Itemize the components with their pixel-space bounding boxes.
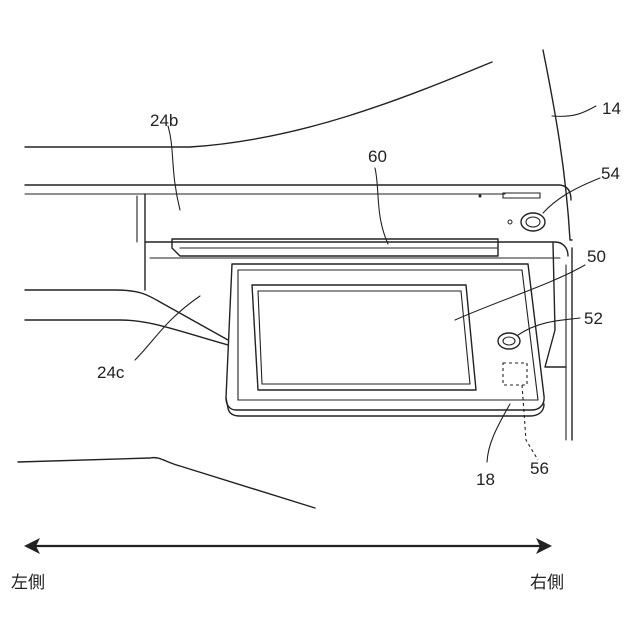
front-panel-bottom-line — [145, 242, 568, 256]
indicator-dot — [508, 220, 512, 224]
direction-left-label: 左側 — [11, 573, 45, 593]
leader-18 — [487, 404, 510, 462]
upper-cover-outline — [25, 62, 492, 147]
label-54: 54 — [601, 164, 620, 183]
leader-24b — [168, 126, 180, 210]
leader-52 — [518, 318, 580, 335]
lower-body-curve — [18, 458, 315, 508]
button-52-outer — [498, 333, 520, 349]
label-60: 60 — [368, 147, 387, 166]
operation-panel-outer — [226, 264, 544, 410]
label-18: 18 — [476, 470, 495, 489]
button-52-inner — [503, 337, 515, 345]
operation-panel-inner-bezel — [238, 270, 538, 400]
top-slot — [503, 193, 540, 198]
button-54-inner — [526, 217, 540, 227]
sensor-56-lead — [522, 385, 538, 460]
label-24b: 24b — [150, 111, 178, 130]
label-52: 52 — [584, 309, 603, 328]
operation-panel-thickness — [226, 398, 544, 416]
display-screen — [252, 285, 476, 390]
direction-right-label: 右側 — [530, 573, 564, 593]
top-plate-outline — [25, 185, 571, 200]
label-56: 56 — [530, 459, 549, 478]
button-54-outer — [521, 213, 545, 231]
right-body-edge — [543, 50, 572, 240]
sensor-56-box — [503, 363, 527, 385]
panel-right-body — [545, 243, 566, 367]
label-24c: 24c — [97, 363, 125, 382]
leader-54 — [543, 178, 600, 213]
leader-14 — [552, 106, 596, 116]
label-50: 50 — [587, 247, 606, 266]
label-14: 14 — [602, 99, 621, 118]
display-screen-inner — [258, 291, 470, 384]
leader-60 — [375, 168, 388, 244]
top-dot — [479, 195, 482, 198]
